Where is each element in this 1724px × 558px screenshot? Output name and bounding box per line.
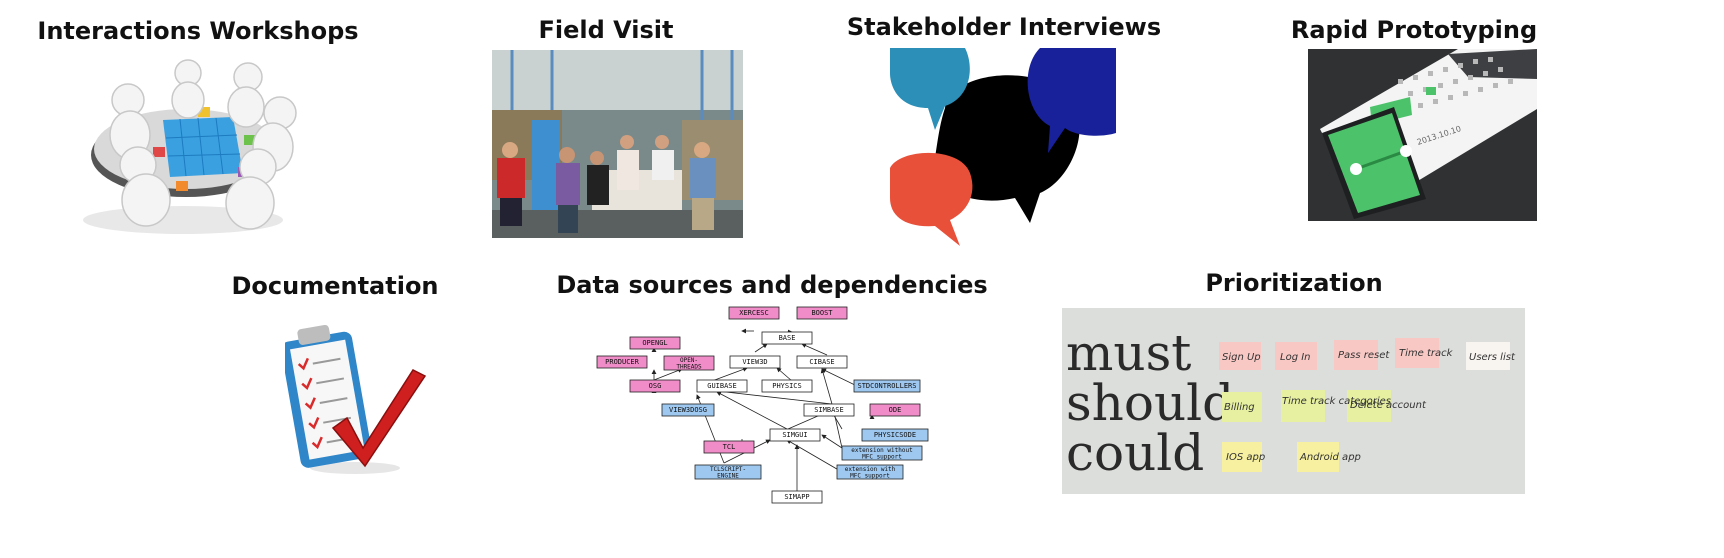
title-interactions-workshops: Interactions Workshops — [37, 17, 359, 45]
node-openthreads: OPEN-THREADS — [663, 355, 715, 371]
node-stdcontrollers: STDCONTROLLERS — [853, 379, 921, 393]
prototype-mockup: 2013.10.10 — [1308, 49, 1537, 221]
node-ode: ODE — [869, 403, 921, 417]
node-simapp: SIMAPP — [771, 490, 823, 504]
svg-text:SIMAPP: SIMAPP — [784, 493, 809, 501]
node-osg: OSG — [629, 379, 681, 393]
node-xercesc: XERCESC — [728, 306, 780, 320]
node-physicsode: PHYSICSODE — [861, 428, 929, 442]
note-pass-reset: Pass reset — [1338, 350, 1390, 361]
dependency-graph: XERCESC BOOST BASE OPENGL PRODUCER OPEN-… — [592, 305, 932, 505]
row-must: must — [1066, 324, 1191, 382]
title-field-visit: Field Visit — [538, 16, 674, 44]
svg-text:STDCONTROLLERS: STDCONTROLLERS — [857, 382, 916, 390]
svg-text:PHYSICS: PHYSICS — [772, 382, 802, 390]
svg-text:CIBASE: CIBASE — [809, 358, 834, 366]
must-notes: Sign Up Log In Pass reset Time track Use… — [1219, 338, 1516, 370]
node-boost: BOOST — [796, 306, 848, 320]
node-guibase: GUIBASE — [696, 379, 748, 393]
field-visit-photo — [492, 50, 743, 238]
svg-text:VIEW3D: VIEW3D — [742, 358, 767, 366]
svg-text:SIMBASE: SIMBASE — [814, 406, 844, 414]
svg-text:XERCESC: XERCESC — [739, 309, 769, 317]
note-android-app: Android app — [1299, 452, 1361, 463]
speech-bubbles-illustration — [890, 48, 1118, 248]
svg-text:OSG: OSG — [649, 382, 662, 390]
svg-text:PHYSICSODE: PHYSICSODE — [874, 431, 916, 439]
node-simbase: SIMBASE — [803, 403, 855, 417]
note-log-in: Log In — [1280, 352, 1311, 363]
note-time-track-categories: Time track categories — [1282, 396, 1391, 407]
note-sign-up: Sign Up — [1222, 352, 1261, 363]
documentation-clipboard-illustration — [285, 318, 430, 478]
workshop-illustration — [58, 55, 308, 240]
title-rapid-prototyping: Rapid Prototyping — [1290, 16, 1538, 44]
note-time-track: Time track — [1399, 348, 1454, 359]
should-notes: Billing Time track categories Delete acc… — [1222, 390, 1427, 422]
node-producer: PRODUCER — [596, 355, 648, 369]
row-should: should — [1066, 374, 1234, 432]
node-opengl: OPENGL — [629, 336, 681, 350]
note-delete-account: Delete account — [1350, 400, 1427, 411]
title-data-sources: Data sources and dependencies — [556, 271, 988, 299]
row-could: could — [1066, 424, 1204, 482]
svg-text:VIEW3DOSG: VIEW3DOSG — [669, 406, 707, 414]
title-stakeholder-interviews: Stakeholder Interviews — [846, 13, 1162, 41]
svg-text:PRODUCER: PRODUCER — [605, 358, 640, 366]
svg-text:BOOST: BOOST — [811, 309, 833, 317]
node-simgui: SIMGUI — [769, 428, 821, 442]
node-tcl: TCL — [703, 440, 755, 454]
svg-text:OPENGL: OPENGL — [642, 339, 667, 347]
title-prioritization: Prioritization — [1205, 269, 1383, 297]
node-cibase: CIBASE — [796, 355, 848, 369]
node-tclscript: TCLSCRIPT-ENGINE — [694, 464, 762, 480]
svg-text:BASE: BASE — [779, 334, 796, 342]
svg-text:TCLSCRIPT-ENGINE: TCLSCRIPT-ENGINE — [710, 466, 746, 480]
svg-text:TCL: TCL — [723, 443, 736, 451]
note-users-list: Users list — [1469, 352, 1516, 363]
could-notes: IOS app Android app — [1222, 442, 1361, 472]
svg-text:ODE: ODE — [889, 406, 902, 414]
svg-text:GUIBASE: GUIBASE — [707, 382, 737, 390]
node-physics: PHYSICS — [761, 379, 813, 393]
title-documentation: Documentation — [231, 272, 439, 300]
svg-text:OPEN-THREADS: OPEN-THREADS — [676, 357, 702, 371]
node-base: BASE — [761, 331, 813, 345]
svg-text:SIMGUI: SIMGUI — [782, 431, 807, 439]
note-billing: Billing — [1224, 402, 1255, 413]
note-ios-app: IOS app — [1226, 452, 1265, 463]
node-view3d: VIEW3D — [729, 355, 781, 369]
prioritization-wall-photo: must should could Sign Up Log In Pass re… — [1062, 308, 1525, 494]
node-view3dosg: VIEW3DOSG — [661, 403, 715, 417]
